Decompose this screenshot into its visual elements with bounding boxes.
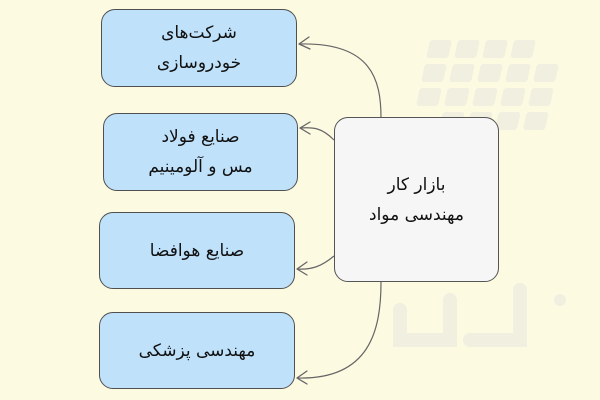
node-aerospace-industries: صنایع هوافضا bbox=[99, 212, 295, 289]
connector-aerospace bbox=[296, 255, 335, 270]
node-automotive-line2: خودروسازی bbox=[156, 53, 242, 73]
arrowhead-steel bbox=[299, 121, 311, 135]
arrowhead-medical bbox=[296, 370, 308, 385]
node-automotive-companies: شرکت‌های خودروسازی bbox=[101, 9, 297, 87]
arrowhead-automotive bbox=[298, 36, 311, 50]
node-automotive-line1: شرکت‌های bbox=[161, 23, 237, 43]
node-central-line1: بازار کار bbox=[387, 174, 446, 195]
node-steel-line2: مس و آلومینیم bbox=[148, 157, 253, 177]
node-aerospace-line1: صنایع هوافضا bbox=[149, 240, 245, 261]
node-medical-line1: مهندسی پزشکی bbox=[138, 340, 256, 361]
arrowhead-aerospace bbox=[296, 261, 308, 276]
node-steel-line1: صنایع فولاد bbox=[161, 127, 240, 147]
node-central-job-market: بازار کار مهندسی مواد bbox=[334, 117, 499, 282]
connector-automotive bbox=[298, 43, 382, 119]
node-central-line2: مهندسی مواد bbox=[369, 204, 464, 225]
node-biomedical-engineering: مهندسی پزشکی bbox=[99, 312, 295, 389]
connector-medical bbox=[296, 281, 382, 379]
node-steel-industries: صنایع فولاد مس و آلومینیم bbox=[103, 113, 298, 191]
connector-steel bbox=[299, 127, 335, 141]
